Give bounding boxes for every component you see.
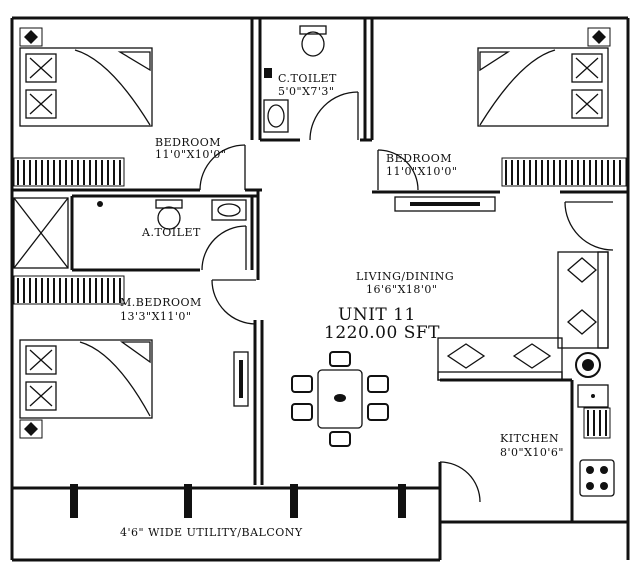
wardrobe-m-bedroom (233, 351, 249, 407)
bed-right-bedroom (477, 47, 609, 127)
door-right-bedroom (377, 149, 419, 191)
door-m-bedroom (211, 279, 257, 325)
bed-left-bedroom (19, 47, 153, 127)
wc-a-toilet (155, 199, 183, 230)
window-m-bedroom (13, 275, 125, 305)
label-living-dining: LIVING/DINING (356, 270, 454, 283)
door-left-bedroom (199, 144, 246, 191)
label-a-toilet: A.TOILET (141, 226, 201, 239)
dining-table (291, 351, 389, 447)
size-kitchen: 8'0"X10'6" (500, 446, 564, 459)
unit-name: UNIT 11 (338, 305, 416, 325)
size-bedroom-right: 11'0"X10'0" (386, 165, 458, 178)
sofa-right (557, 251, 609, 349)
sofa-bottom (437, 337, 563, 381)
wc-c-toilet (299, 25, 327, 57)
bed-m-bedroom (19, 339, 153, 419)
label-kitchen: KITCHEN (500, 432, 559, 445)
label-m-bedroom: M.BEDROOM (120, 296, 202, 309)
door-c-toilet (309, 91, 359, 141)
kitchen-sink (577, 384, 609, 408)
bedside-lamp-icons (19, 27, 611, 439)
shower-a-toilet (97, 201, 103, 207)
door-main-entry (564, 201, 614, 251)
label-c-toilet: C.TOILET (278, 72, 337, 85)
window-right-bedroom (501, 157, 627, 187)
duct-shaft (13, 197, 69, 269)
label-bedroom-left: BEDROOM (155, 136, 221, 149)
label-bedroom-right: BEDROOM (386, 152, 452, 165)
label-balcony: 4'6" WIDE UTILITY/BALCONY (120, 526, 303, 539)
plant-icon (575, 352, 601, 378)
washbasin-a-toilet (211, 199, 247, 221)
size-m-bedroom: 13'3"X11'0" (120, 310, 192, 323)
door-balcony (439, 461, 481, 503)
size-c-toilet: 5'0"X7'3" (278, 85, 335, 98)
door-a-toilet (201, 225, 247, 271)
wardrobe-right-bedroom (394, 196, 496, 212)
kitchen-stove (579, 459, 615, 497)
kitchen-window (583, 407, 611, 439)
outer-walls (10, 16, 630, 562)
size-living-dining: 16'6"X18'0" (366, 283, 438, 296)
washbasin-c-toilet (263, 68, 289, 133)
size-bedroom-left: 11'0"X10'0" (155, 148, 227, 161)
balcony-pillars (70, 484, 406, 518)
unit-area: 1220.00 SFT (324, 323, 440, 343)
window-left-bedroom (13, 157, 125, 187)
